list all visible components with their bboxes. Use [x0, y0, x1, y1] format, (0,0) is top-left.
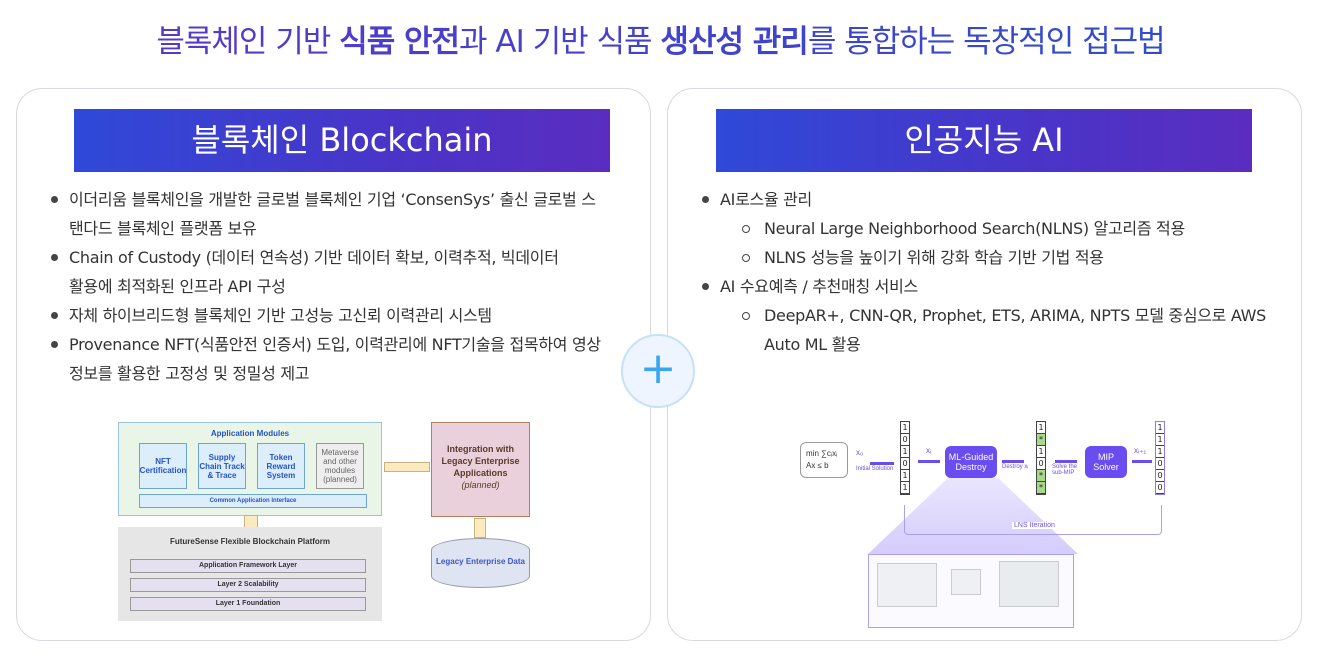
ml-guided-destroy-box: ML-Guided Destroy	[945, 446, 997, 478]
objective: min ∑cᵢxᵢ	[806, 449, 838, 458]
layer: Layer 2 Scalability	[130, 578, 366, 592]
vector-cell: 1	[901, 447, 909, 458]
list-item: DeepAR+, CNN-QR, Prophet, ETS, ARIMA, NP…	[698, 301, 1285, 359]
x0-label: x₀	[856, 448, 864, 457]
blockchain-bullets: 이더리움 블록체인을 개발한 글로벌 블록체인 기업 ‘ConsenSys’ 출…	[47, 185, 606, 388]
legacy-apps-box: Integration with Legacy Enterprise Appli…	[431, 422, 530, 517]
planned-label: (planned)	[461, 480, 500, 490]
vector-cell: 0	[1156, 471, 1164, 482]
layer: Application Framework Layer	[130, 559, 366, 573]
list-item: Neural Large Neighborhood Search(NLNS) 알…	[698, 214, 1285, 243]
list-item: 자체 하이브리드형 블록체인 기반 고성능 고신뢰 이력관리 시스템	[47, 301, 606, 330]
list-item: NLNS 성능을 높이기 위해 강화 학습 기반 기법 적용	[698, 243, 1285, 272]
blockchain-header: 블록체인 Blockchain	[74, 109, 610, 172]
platform-label: FutureSense Flexible Blockchain Platform	[169, 537, 331, 546]
optimization-problem: min ∑cᵢxᵢ Ax ≤ b	[800, 442, 848, 478]
vector-cell: 1	[1037, 447, 1045, 458]
lns-iteration-label: LNS Iteration	[1012, 522, 1057, 529]
plus-icon: +	[621, 334, 695, 408]
module-nft: NFT Certification	[139, 443, 187, 489]
platform-box: FutureSense Flexible Blockchain Platform…	[118, 527, 382, 621]
arrow	[1002, 460, 1024, 463]
module-token: Token Reward System	[257, 443, 305, 489]
list-item: 활용에 최적화된 인프라 API 구성	[69, 277, 286, 296]
initial-label: Initial Solution	[856, 466, 894, 472]
common-interface: Common Application Interface	[139, 494, 367, 508]
vector-cell: 1	[1156, 447, 1164, 458]
arrow	[1132, 460, 1152, 463]
module-metaverse: Metaverse and other modules (planned)	[316, 443, 364, 489]
constraint: Ax ≤ b	[806, 461, 829, 470]
destroy-label: Destroy xᵢ	[1002, 464, 1029, 470]
arrow	[870, 462, 894, 465]
ai-bullets: AI로스율 관리 Neural Large Neighborhood Searc…	[698, 185, 1285, 359]
xi-label: xᵢ	[926, 446, 932, 455]
vector-cell: 0	[901, 435, 909, 446]
application-modules-box: Application Modules NFT Certification Su…	[118, 422, 382, 516]
vector-cell: 1	[901, 483, 909, 494]
vector-cell: *	[1037, 482, 1045, 494]
vector-cell: 0	[1156, 459, 1164, 470]
app-modules-label: Application Modules	[210, 429, 290, 438]
module-supply-chain: Supply Chain Track & Trace	[198, 443, 246, 489]
vertical-arrow	[474, 518, 486, 538]
vector-cell: 1	[1156, 435, 1164, 446]
page-title: 블록체인 기반 식품 안전과 AI 기반 식품 생산성 관리를 통합하는 독창적…	[0, 16, 1321, 61]
mip-solver-box: MIP Solver	[1085, 446, 1127, 478]
arrow	[918, 460, 940, 463]
vector-cell: 0	[901, 459, 909, 470]
vector-cell: 1	[901, 423, 909, 434]
list-item: 이더리움 블록체인을 개발한 글로벌 블록체인 기업 ‘ConsenSys’ 출…	[47, 185, 606, 243]
vector-cell: *	[1037, 470, 1045, 482]
list-item: AI 수요예측 / 추천매칭 서비스	[698, 272, 1285, 301]
list-item: Chain of Custody (데이터 연속성) 기반 데이터 확보, 이력…	[47, 243, 606, 272]
vector-cell: 0	[1037, 459, 1045, 470]
vector-cell: *	[1037, 434, 1045, 446]
vector-cell: 1	[901, 471, 909, 482]
gnn-policy-detail	[868, 554, 1074, 628]
layer: Layer 1 Foundation	[130, 597, 366, 611]
list-item: AI로스율 관리	[698, 185, 1285, 214]
xnext-label: xᵢ₊₁	[1134, 446, 1147, 455]
vector-cell: 1	[1037, 423, 1045, 434]
list-item: Provenance NFT(식품안전 인증서) 도입, 이력관리에 NFT기술…	[47, 330, 606, 388]
legacy-apps-label: Integration with Legacy Enterprise Appli…	[441, 444, 520, 478]
legacy-data-cylinder: Legacy Enterprise Data	[431, 538, 530, 588]
ai-header: 인공지능 AI	[716, 109, 1252, 172]
vector-cell: 1	[1156, 423, 1164, 434]
horizontal-arrow	[384, 462, 430, 472]
vector-cell: 0	[1156, 483, 1164, 494]
solve-label: Solve the sub-MIP	[1052, 464, 1078, 476]
arrow	[1055, 460, 1077, 463]
